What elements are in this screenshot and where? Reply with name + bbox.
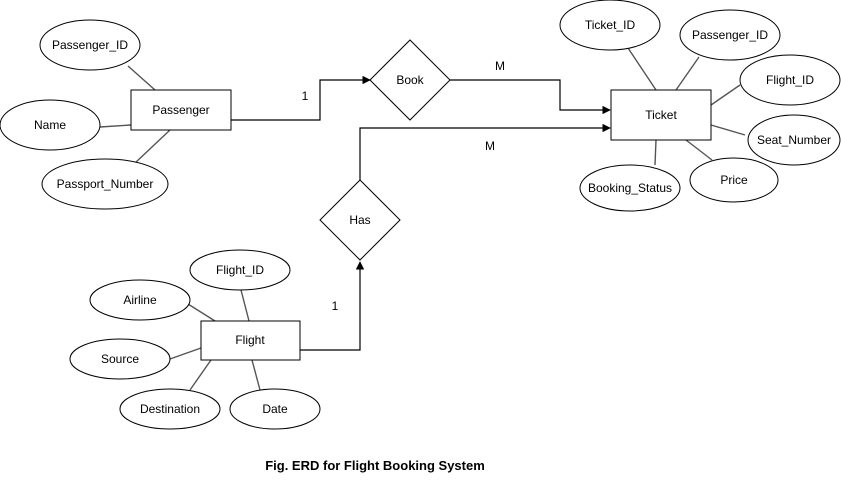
attr-source-shape — [69, 338, 171, 380]
connector-airline — [187, 303, 216, 322]
attr-destination: Destination — [119, 388, 221, 430]
connector-seat-number — [710, 124, 746, 136]
entity-passenger-box — [130, 89, 232, 131]
cardinality-flight-has: 1 — [332, 299, 339, 313]
attr-ticket-passenger-id-label: Passenger_ID — [692, 28, 768, 42]
entity-flight-label: Flight — [235, 333, 265, 347]
attr-seat-number-label: Seat_Number — [757, 133, 831, 147]
relationship-has-shape — [319, 179, 401, 261]
connector-booking-status — [654, 139, 657, 166]
attr-passport-number-label: Passport_Number — [57, 177, 154, 191]
relationship-book-label: Book — [396, 73, 424, 87]
attr-date-label: Date — [262, 402, 288, 416]
edge-book-ticket — [450, 79, 611, 115]
attr-booking-status-label: Booking_Status — [588, 181, 672, 195]
relationship-has: Has — [319, 179, 401, 261]
attr-date: Date — [229, 388, 321, 430]
attr-name-shape — [0, 99, 101, 151]
relationship-edges — [231, 75, 611, 351]
connector-date — [251, 359, 261, 391]
entity-passenger: Passenger — [130, 89, 232, 131]
attr-price-label: Price — [720, 173, 748, 187]
attr-ticket-flight-id: Flight_ID — [739, 54, 841, 106]
attr-date-shape — [229, 388, 321, 430]
attr-flight-flight-id-label: Flight_ID — [216, 263, 264, 277]
attr-ticket-id-shape — [559, 0, 661, 51]
attr-source-label: Source — [101, 352, 139, 366]
connector-ticket-id — [627, 47, 657, 91]
cardinality-has-ticket: M — [485, 139, 495, 153]
connector-passport-number — [134, 129, 171, 164]
attr-name-label: Name — [34, 118, 66, 132]
attr-airline-label: Airline — [123, 293, 157, 307]
connector-price — [685, 139, 713, 161]
attr-booking-status: Booking_Status — [579, 164, 681, 212]
cardinality-passenger-book: 1 — [302, 89, 309, 103]
relationship-book: Book — [369, 39, 451, 121]
edge-has-ticket — [359, 123, 611, 180]
attr-seat-number: Seat_Number — [747, 114, 841, 166]
entity-passenger-label: Passenger — [152, 103, 209, 117]
edge-flight-has — [300, 261, 365, 351]
attr-price: Price — [689, 157, 779, 203]
attr-destination-shape — [119, 388, 221, 430]
attr-passport-number: Passport_Number — [41, 158, 169, 210]
attr-passport-number-shape — [41, 158, 169, 210]
entity-ticket-label: Ticket — [645, 108, 677, 122]
attr-passenger-id-label: Passenger_ID — [52, 38, 128, 52]
attr-passenger-id: Passenger_ID — [39, 19, 141, 71]
relationship-book-shape — [369, 39, 451, 121]
cardinality-book-ticket: M — [495, 59, 505, 73]
attr-name: Name — [0, 99, 101, 151]
attr-ticket-passenger-id-shape — [679, 9, 781, 61]
figure-caption: Fig. ERD for Flight Booking System — [265, 458, 485, 473]
attr-booking-status-shape — [579, 164, 681, 212]
attribute-connectors — [99, 47, 746, 391]
attr-passenger-id-shape — [39, 19, 141, 71]
edge-passenger-book — [231, 75, 371, 121]
attr-seat-number-shape — [747, 114, 841, 166]
attr-source: Source — [69, 338, 171, 380]
attr-ticket-flight-id-label: Flight_ID — [766, 73, 814, 87]
connector-ticket-passenger-id — [675, 56, 700, 91]
attr-ticket-passenger-id: Passenger_ID — [679, 9, 781, 61]
attr-flight-flight-id-shape — [189, 249, 291, 291]
relationship-has-label: Has — [349, 213, 370, 227]
entity-ticket: Ticket — [610, 89, 712, 141]
attr-airline-shape — [89, 279, 191, 321]
attr-flight-flight-id: Flight_ID — [189, 249, 291, 291]
attr-destination-label: Destination — [140, 402, 200, 416]
entity-ticket-box — [610, 89, 712, 141]
attr-price-shape — [689, 157, 779, 203]
attr-ticket-id-label: Ticket_ID — [585, 18, 636, 32]
connector-destination — [189, 359, 212, 391]
entity-flight: Flight — [200, 320, 301, 361]
connector-ticket-flight-id — [710, 84, 741, 106]
entity-flight-box — [200, 320, 301, 361]
connector-flight-flight-id — [240, 289, 250, 322]
attr-ticket-id: Ticket_ID — [559, 0, 661, 51]
connector-passenger-id — [127, 65, 156, 91]
connector-name — [99, 124, 132, 128]
attr-airline: Airline — [89, 279, 191, 321]
attr-ticket-flight-id-shape — [739, 54, 841, 106]
connector-source — [169, 347, 202, 360]
